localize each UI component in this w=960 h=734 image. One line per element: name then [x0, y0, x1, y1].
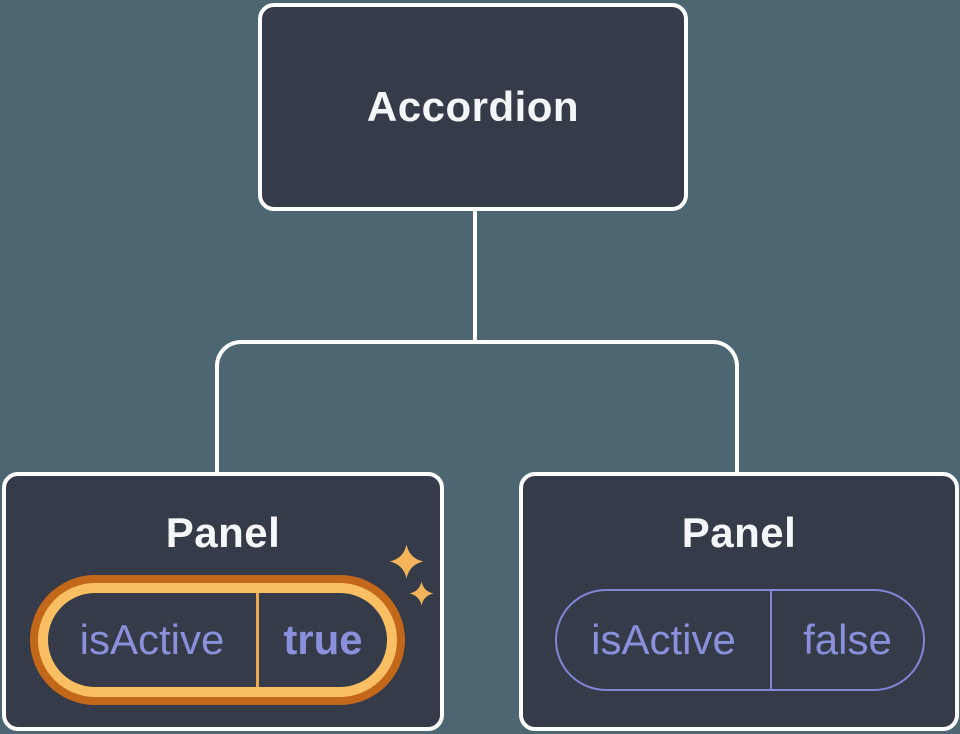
- state-prop-label: isActive: [591, 616, 736, 663]
- state-value-label: true: [283, 616, 363, 663]
- state-pill-highlight-ring: isActive true: [30, 575, 405, 705]
- panel-title: Panel: [165, 509, 281, 556]
- panel-node-inactive: Panel isActive false: [519, 472, 959, 731]
- panel-node-active: Panel isActive true: [2, 472, 444, 731]
- state-pill-inactive: isActive false: [555, 589, 925, 691]
- pill-divider: [256, 593, 259, 687]
- sparkles-icon: [389, 544, 434, 606]
- connector-stem: [473, 210, 477, 342]
- state-value-label: false: [803, 616, 892, 663]
- state-prop-label: isActive: [79, 616, 225, 663]
- pill-divider: [770, 591, 772, 689]
- state-pill-highlight-ring-inner: isActive true: [38, 583, 397, 697]
- accordion-label: Accordion: [366, 83, 580, 130]
- state-pill-active: isActive true: [48, 593, 387, 687]
- connector-branch: [215, 340, 739, 472]
- panel-title: Panel: [681, 509, 797, 556]
- accordion-node: Accordion: [258, 3, 688, 211]
